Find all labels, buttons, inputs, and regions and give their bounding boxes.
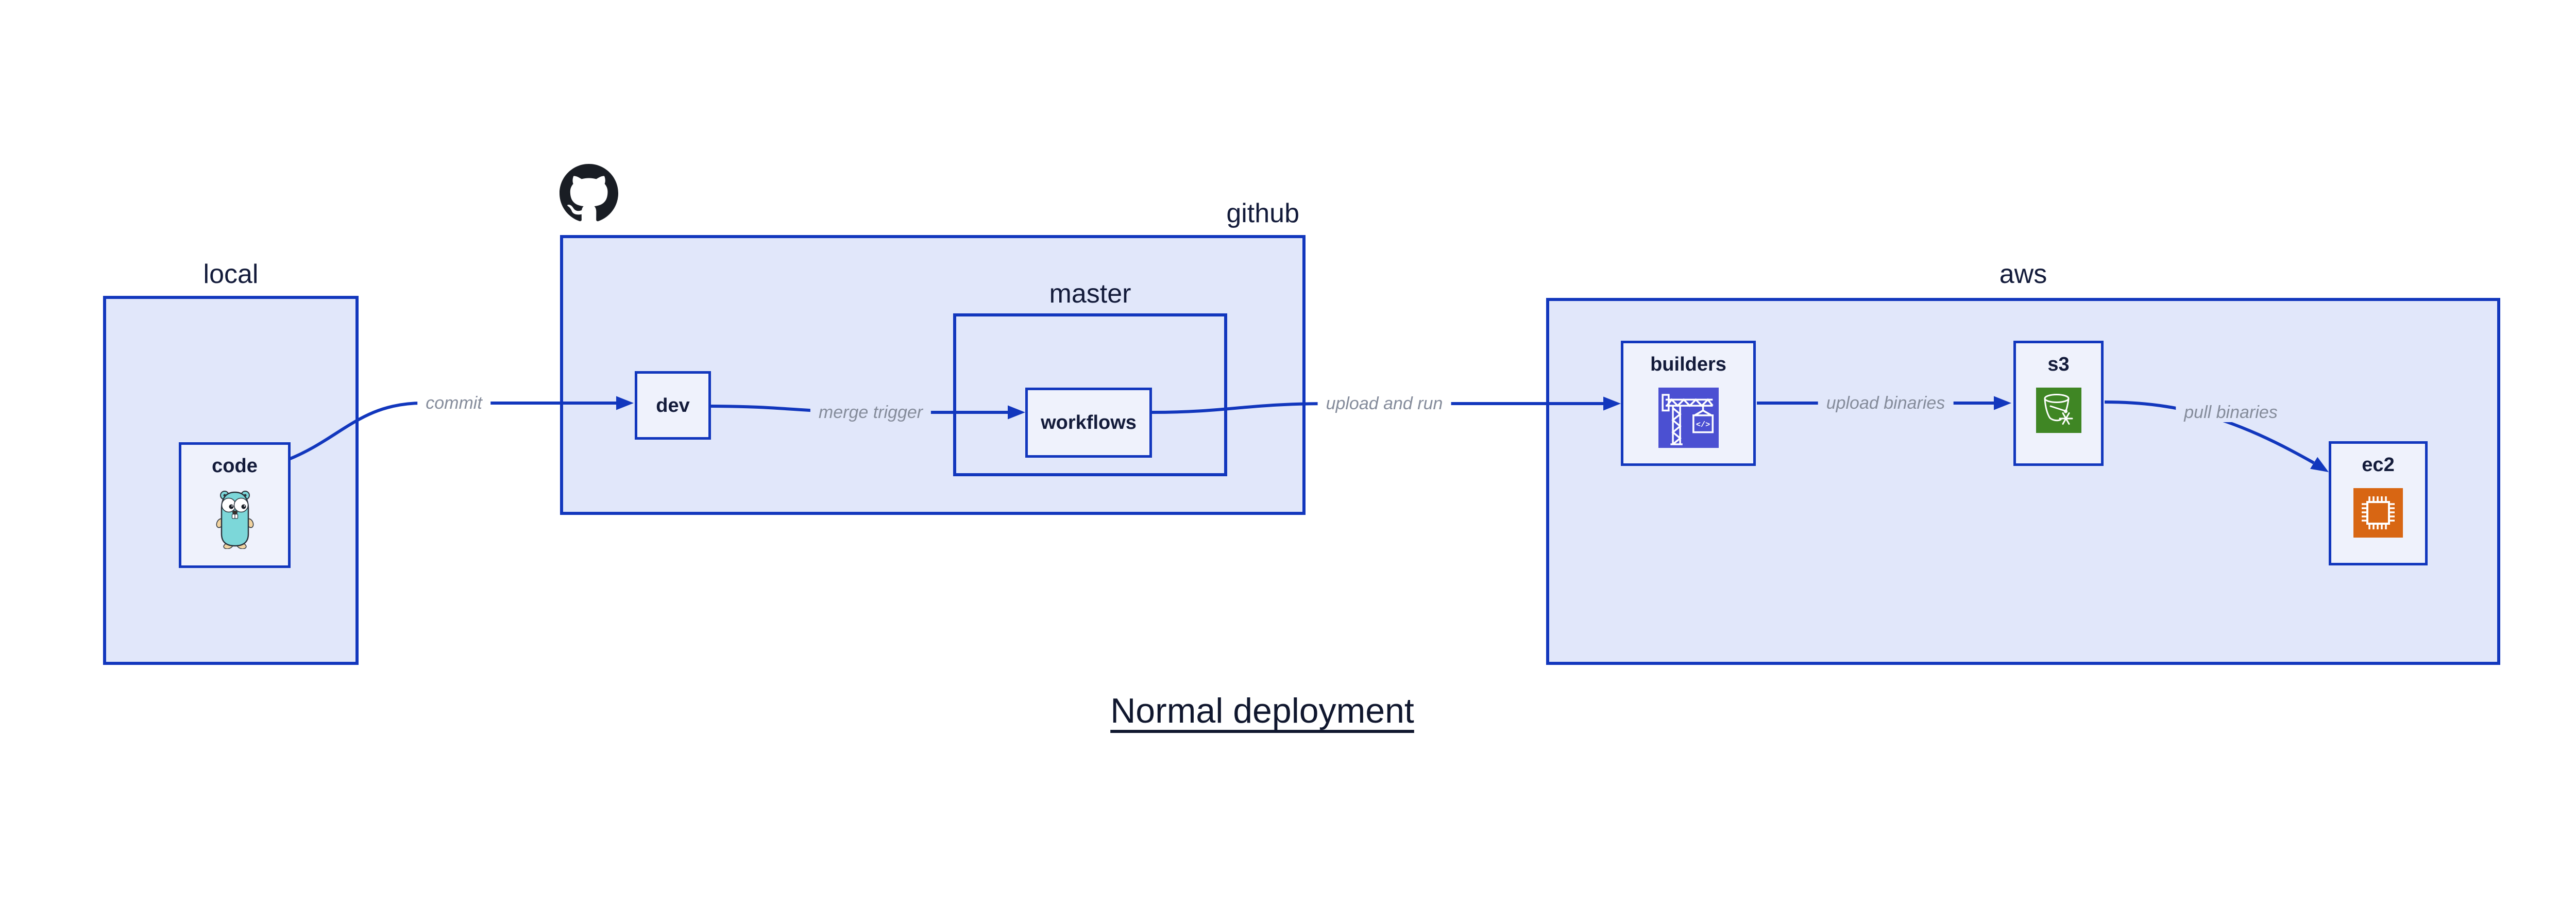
github-octocat-icon [560, 164, 618, 222]
container-github-label: github [1226, 198, 1299, 228]
node-ec2-label: ec2 [2362, 454, 2395, 476]
ec2-chip-icon [2353, 488, 2403, 538]
node-dev: dev [635, 371, 711, 440]
diagram-title: Normal deployment [1110, 691, 1414, 730]
node-ec2: ec2 [2329, 441, 2428, 565]
node-code: code [179, 442, 291, 568]
container-local-label: local [203, 259, 259, 289]
s3-glacier-bucket-icon [2036, 388, 2081, 433]
container-master-label: master [1049, 279, 1131, 309]
node-workflows-label: workflows [1041, 412, 1137, 433]
node-dev-label: dev [656, 394, 690, 416]
container-aws-label: aws [1999, 259, 2047, 289]
edge-label-upload-and-run: upload and run [1317, 394, 1451, 413]
edge-label-upload-binaries: upload binaries [1818, 393, 1954, 413]
codebuild-crane-icon: </> [1658, 388, 1719, 448]
node-builders: builders </> [1621, 341, 1756, 466]
node-builders-label: builders [1650, 354, 1726, 375]
edge-label-merge-trigger: merge trigger [810, 403, 931, 422]
node-workflows: workflows [1025, 388, 1152, 458]
go-gopher-icon [216, 491, 253, 549]
codebuild-code-glyph: </> [1696, 420, 1709, 429]
node-s3: s3 [2013, 341, 2104, 466]
node-s3-label: s3 [2047, 354, 2070, 375]
edge-label-pull-binaries: pull binaries [2176, 403, 2286, 422]
edge-label-commit: commit [417, 393, 490, 413]
node-code-label: code [212, 455, 258, 477]
